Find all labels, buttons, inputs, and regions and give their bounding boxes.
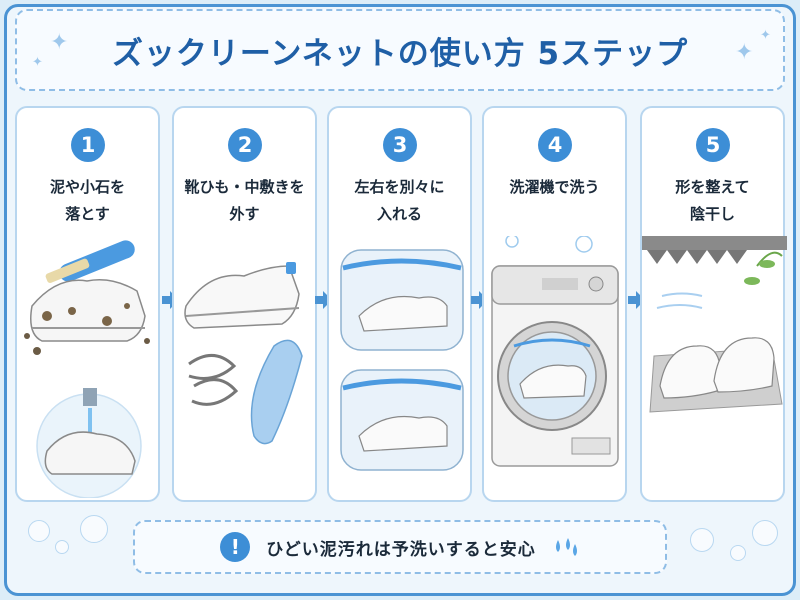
- bubble-decoration: [28, 520, 50, 542]
- arrow-right-icon: [162, 291, 179, 309]
- shade-drying-illustration: [642, 236, 787, 413]
- arrow-right-icon: [315, 291, 332, 309]
- step-number: 5: [696, 128, 730, 162]
- step-label: 洗濯機で洗う: [509, 178, 600, 196]
- shoe-laces-insole-illustration: [184, 262, 303, 445]
- arrow-right-icon: [628, 291, 645, 309]
- sparkle-icon: ✦: [32, 55, 43, 70]
- water-drops-icon: [555, 538, 577, 556]
- step-card-4: 4 洗濯機で洗う: [482, 106, 627, 502]
- arrow-right-icon: [471, 291, 488, 309]
- exclamation-icon: !: [220, 532, 251, 562]
- sparkle-icon: ✦: [50, 30, 69, 55]
- bubble-decoration: [690, 528, 714, 552]
- step-card-5: 5 形を整えて陰干し: [640, 106, 787, 502]
- step-label: 靴ひも・中敷きを外す: [184, 178, 305, 223]
- bubble-decoration: [730, 545, 746, 561]
- step-card-2: 2 靴ひも・中敷きを外す: [172, 106, 317, 502]
- tip-banner: ! ひどい泥汚れは予洗いすると安心: [133, 520, 667, 574]
- step-label: 形を整えて陰干し: [675, 178, 750, 223]
- bubble-decoration: [55, 540, 69, 554]
- step-label: 泥や小石を落とす: [49, 178, 125, 223]
- sparkle-icon: ✦: [760, 28, 771, 43]
- step-label: 左右を別々に入れる: [354, 178, 445, 223]
- laundry-nets-illustration: [340, 249, 464, 471]
- bubble-decoration: [752, 520, 778, 546]
- step-number: 2: [228, 128, 262, 162]
- washing-machine-illustration: [491, 236, 619, 467]
- tip-text: ひどい泥汚れは予洗いすると安心: [266, 539, 536, 560]
- bubble-decoration: [80, 515, 108, 543]
- step-number: 3: [383, 128, 417, 162]
- title-banner: ズックリーンネットの使い方 5ステップ: [15, 9, 785, 91]
- page-title: ズックリーンネットの使い方 5ステップ: [111, 35, 689, 72]
- step-number: 1: [71, 128, 105, 162]
- step-card-1: 1 泥や小石を落とす: [15, 106, 160, 502]
- step-card-3: 3 左右を別々に入れる: [327, 106, 472, 502]
- brush-shoe-illustration: [24, 240, 150, 498]
- step-number: 4: [538, 128, 572, 162]
- sparkle-icon: ✦: [735, 40, 754, 65]
